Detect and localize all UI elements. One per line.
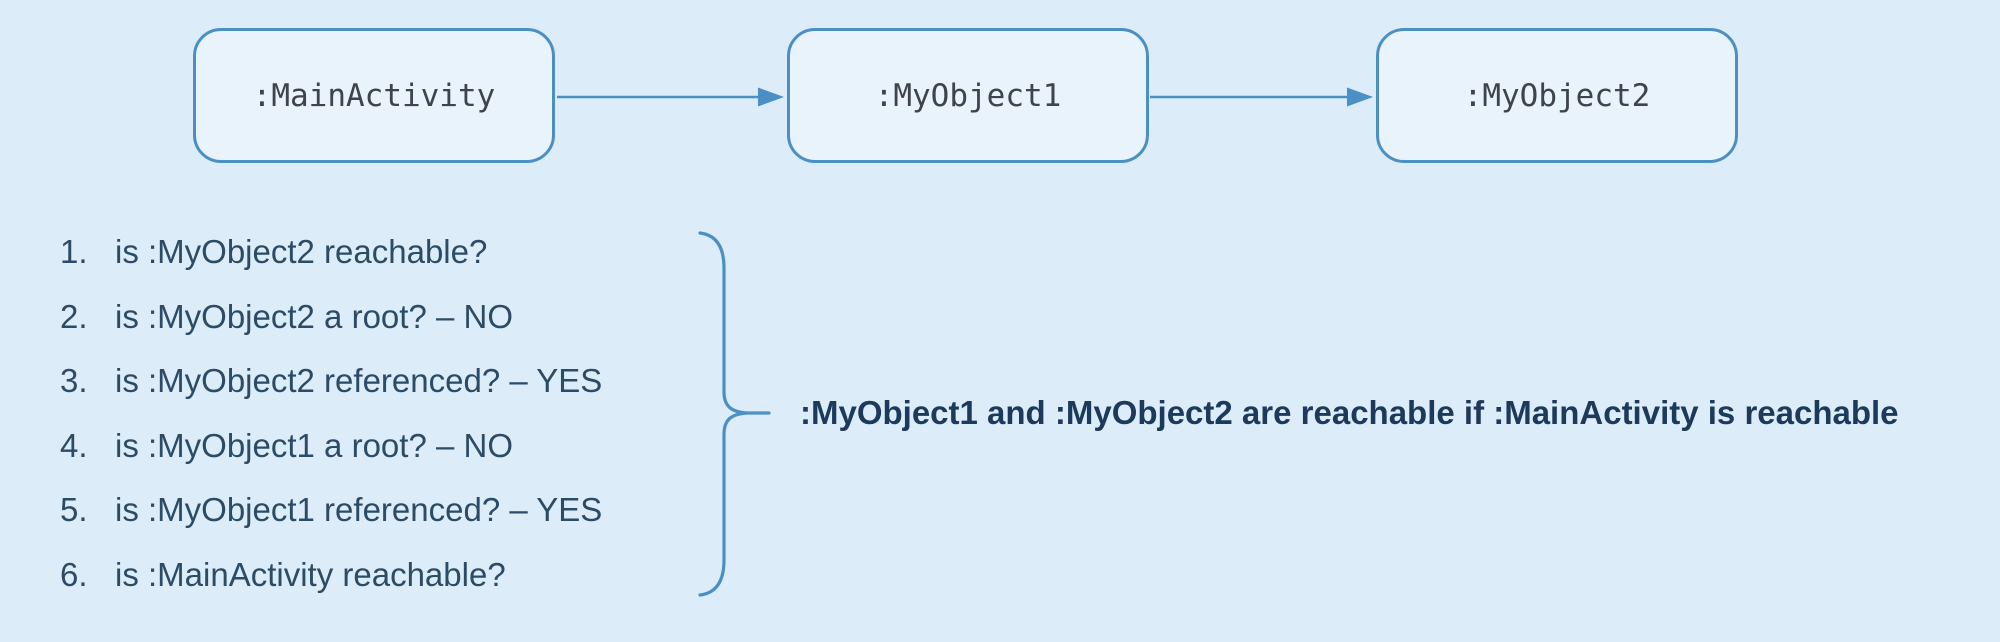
question-number: 4. <box>60 426 88 464</box>
question-item-5: 5. is :MyObject1 referenced? – YES <box>60 478 602 543</box>
question-number: 2. <box>60 297 88 335</box>
question-item-6: 6. is :MainActivity reachable? <box>60 543 602 608</box>
node-mainactivity-label: :MainActivity <box>252 77 496 114</box>
question-item-2: 2. is :MyObject2 a root? – NO <box>60 285 602 350</box>
node-mainactivity: :MainActivity <box>193 28 555 163</box>
question-text: is :MyObject2 a root? – NO <box>115 297 513 335</box>
question-list: 1. is :MyObject2 reachable? 2. is :MyObj… <box>60 220 602 607</box>
question-text: is :MyObject2 reachable? <box>115 233 488 271</box>
node-myobject2: :MyObject2 <box>1376 28 1738 163</box>
node-myobject1: :MyObject1 <box>787 28 1149 163</box>
curly-brace <box>698 231 771 597</box>
conclusion-text: :MyObject1 and :MyObject2 are reachable … <box>800 394 1899 431</box>
question-item-1: 1. is :MyObject2 reachable? <box>60 220 602 285</box>
node-myobject2-label: :MyObject2 <box>1463 77 1651 114</box>
question-number: 1. <box>60 233 88 271</box>
question-number: 5. <box>60 491 88 529</box>
question-text: is :MainActivity reachable? <box>115 555 506 593</box>
question-text: is :MyObject1 referenced? – YES <box>115 491 603 529</box>
arrow-mainactivity-to-myobject1 <box>557 87 784 107</box>
question-number: 3. <box>60 362 88 400</box>
arrow-myobject1-to-myobject2 <box>1150 87 1373 107</box>
question-item-4: 4. is :MyObject1 a root? – NO <box>60 414 602 479</box>
question-number: 6. <box>60 555 88 593</box>
question-text: is :MyObject2 referenced? – YES <box>115 362 603 400</box>
node-myobject1-label: :MyObject1 <box>874 77 1062 114</box>
question-item-3: 3. is :MyObject2 referenced? – YES <box>60 349 602 414</box>
question-text: is :MyObject1 a root? – NO <box>115 426 513 464</box>
